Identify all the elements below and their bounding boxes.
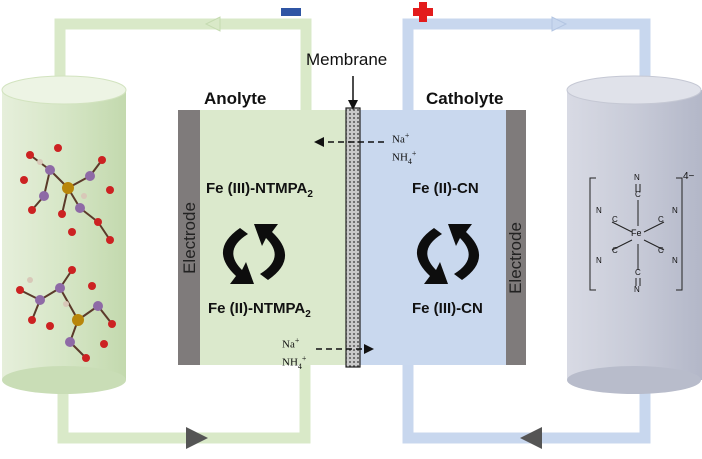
anolyte-label: Anolyte <box>204 89 267 108</box>
catholyte-bottom-flow-arrow <box>520 427 542 449</box>
ferrocyanide-c-downleft: C <box>612 246 618 255</box>
ion-label-bottom: Na+ NH4+ <box>282 334 306 373</box>
anolyte-bottom-flow-arrow <box>186 427 208 449</box>
catholyte-cycle-arrows <box>416 224 480 284</box>
ferrocyanide-n-downright: N <box>672 256 678 265</box>
membrane <box>345 107 361 368</box>
ion-bottom-na-sup: + <box>294 336 300 345</box>
right-electrode-label: Electrode <box>506 222 525 294</box>
ion-arrow-top <box>314 137 384 147</box>
ion-top-nh-sup: + <box>411 148 417 158</box>
anolyte-species-bottom: Fe (II)-NTMPA2 <box>208 300 311 320</box>
ferrocyanide-n-downleft: N <box>596 256 602 265</box>
ferrocyanide-c-downright: C <box>658 246 664 255</box>
ferrocyanide-c-upright: C <box>658 215 664 224</box>
ferrocyanide-n-upleft: N <box>596 206 602 215</box>
ferrocyanide-charge: 4− <box>683 171 695 182</box>
positive-sign <box>413 2 433 22</box>
ion-top-na-sup: + <box>404 131 410 140</box>
ferrocyanide-c-bottom: C <box>635 268 641 277</box>
ion-bottom-nh: NH <box>282 356 298 369</box>
catholyte-species-top: Fe (II)-CN <box>412 180 479 197</box>
catholyte-top-flow-arrow <box>551 16 568 32</box>
ferrocyanide-n-upright: N <box>672 206 678 215</box>
right-electrode <box>506 110 526 365</box>
anolyte-species-bottom-text: Fe (II)-NTMPA <box>208 300 306 317</box>
ion-bottom-nh-sup: + <box>301 353 307 363</box>
anolyte-species-top-sub: 2 <box>307 189 313 200</box>
ferrocyanide-n-bottom: N <box>634 285 640 294</box>
ferrocyanide-c-top: C <box>635 190 641 199</box>
fe-ntmpa-molecule-top <box>20 144 114 244</box>
catholyte-label: Catholyte <box>426 89 504 108</box>
membrane-label: Membrane <box>306 50 388 69</box>
anolyte-species-bottom-sub: 2 <box>305 309 311 320</box>
ion-top-nh: NH <box>392 151 408 164</box>
negative-sign <box>281 8 301 16</box>
anolyte-tank <box>1 75 127 394</box>
left-electrode <box>178 110 200 365</box>
anolyte-top-flow-arrow <box>204 16 221 32</box>
ion-bottom-nh-sub: 4 <box>297 361 302 371</box>
ion-arrow-bottom <box>316 344 374 354</box>
ferrocyanide-center: Fe <box>631 228 642 238</box>
left-electrode-label: Electrode <box>180 202 199 274</box>
ferrocyanide-n-top: N <box>634 173 640 182</box>
ferrocyanide-c-upleft: C <box>612 215 618 224</box>
fe-ntmpa-molecule-bottom <box>16 266 116 362</box>
ion-top-na: Na <box>392 133 405 146</box>
anolyte-species-top: Fe (III)-NTMPA2 <box>206 180 313 200</box>
ion-bottom-na: Na <box>282 338 295 351</box>
ferrocyanide-structure <box>589 177 683 291</box>
anolyte-cycle-arrows <box>222 224 286 284</box>
catholyte-species-bottom: Fe (III)-CN <box>412 300 483 317</box>
ion-label-top: Na+ NH4+ <box>392 129 416 168</box>
catholyte-compartment <box>360 110 526 365</box>
anolyte-species-top-text: Fe (III)-NTMPA <box>206 180 308 197</box>
membrane-pointer-head <box>348 100 358 110</box>
ion-top-nh-sub: 4 <box>407 156 412 166</box>
anolyte-pipe <box>54 18 312 444</box>
